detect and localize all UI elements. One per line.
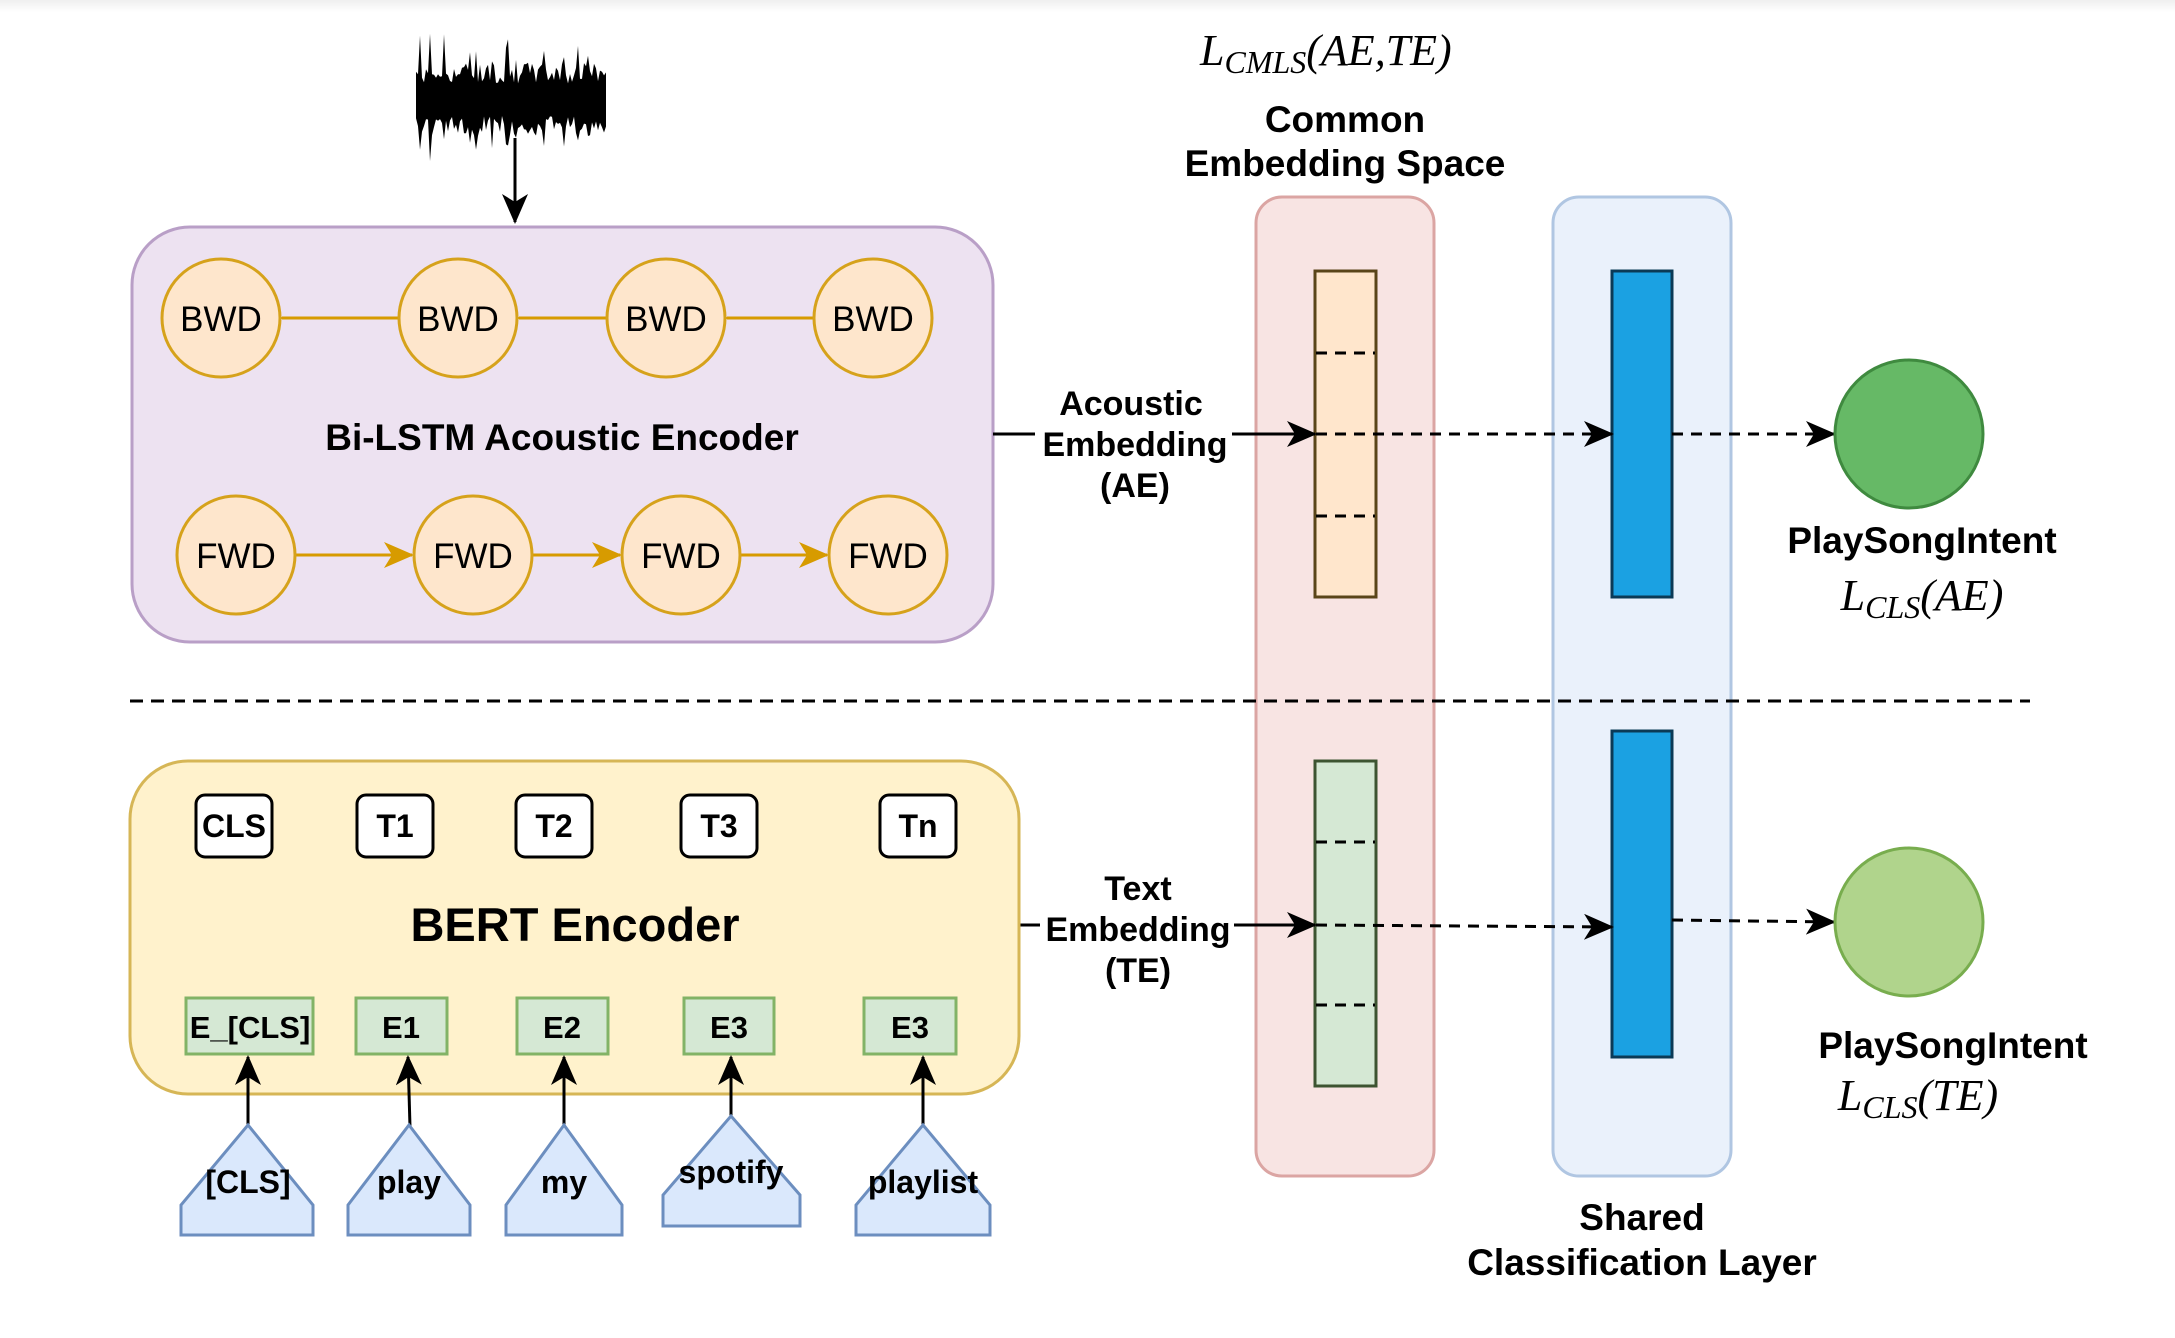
top-shadow: [0, 0, 2175, 12]
classifier-bar-acoustic: [1610, 269, 1674, 599]
input-token-label: playlist: [868, 1164, 979, 1200]
bwd-cell: BWD: [812, 257, 934, 379]
acoustic-embedding-label-line3: (AE): [1100, 467, 1170, 505]
bert-output-label: CLS: [202, 808, 266, 844]
token-embedding: E1: [354, 996, 449, 1056]
waveform-shape: [416, 33, 606, 162]
cls-loss-text: LCLS(TE): [1837, 1071, 1998, 1125]
token-embedding-label: E3: [710, 1010, 748, 1045]
bwd-cell-label: BWD: [417, 300, 499, 339]
fwd-cell-label: FWD: [641, 537, 721, 576]
input-token-label: spotify: [679, 1154, 784, 1190]
input-token-label: play: [377, 1164, 441, 1200]
bwd-cell: BWD: [397, 257, 519, 379]
input-token-label: my: [541, 1164, 587, 1200]
token-embedding: E3: [682, 996, 776, 1056]
bwd-cell-label: BWD: [180, 300, 262, 339]
token-embedding-label: E_[CLS]: [190, 1010, 311, 1045]
bert-output-token: CLS: [194, 793, 274, 859]
intent-output-acoustic: [1833, 358, 1985, 510]
classifier-bar-text: [1610, 729, 1674, 1059]
bert-output-label: Tn: [898, 808, 937, 844]
token-embedding: E2: [515, 996, 610, 1056]
bert-output-label: T2: [535, 808, 572, 844]
common-space-title-line1: Common: [1265, 99, 1425, 140]
classifier-title-line1: Shared: [1579, 1197, 1704, 1238]
bwd-cell-label: BWD: [625, 300, 707, 339]
text-embedding-label-line3: (TE): [1105, 952, 1171, 990]
intent-label-acoustic: PlaySongIntent: [1787, 520, 2056, 561]
input-token: play: [346, 1122, 472, 1237]
bert-output-label: T1: [376, 808, 413, 844]
te-to-classifier-arrow: [1315, 913, 1614, 940]
loss-symbol: L: [1837, 1071, 1862, 1120]
bwd-cell: BWD: [605, 257, 727, 379]
loss-subscript: CLS: [1862, 1089, 1917, 1125]
loss-symbol: L: [1199, 26, 1224, 75]
token-arrow: [395, 1055, 422, 1128]
audio-waveform-icon: [416, 33, 606, 162]
loss-args: (AE): [1920, 571, 2003, 620]
token-embedding: E3: [862, 996, 958, 1056]
fwd-cell-label: FWD: [196, 537, 276, 576]
input-token-label: [CLS]: [205, 1164, 290, 1200]
bert-output-token: T3: [679, 793, 759, 859]
bwd-cell: BWD: [160, 257, 282, 379]
input-token: spotify: [661, 1113, 802, 1228]
input-token: playlist: [854, 1122, 992, 1237]
loss-subscript: CMLS: [1224, 44, 1306, 80]
common-space-title-line2: Embedding Space: [1185, 143, 1506, 184]
loss-args: (TE): [1917, 1071, 1998, 1120]
bilstm-encoder-title: Bi-LSTM Acoustic Encoder: [325, 417, 799, 458]
fwd-cell-label: FWD: [433, 537, 513, 576]
bwd-cell-label: BWD: [832, 300, 914, 339]
text-embedding-label-line1: Text: [1104, 870, 1171, 908]
input-token: [CLS]: [179, 1122, 315, 1237]
bert-output-token: Tn: [878, 793, 958, 859]
acoustic-embedding-label-line1: Acoustic: [1059, 385, 1203, 423]
token-embedding: E_[CLS]: [184, 996, 315, 1056]
fwd-cell: FWD: [827, 494, 949, 616]
acoustic-embedding-label-line2: Embedding: [1042, 426, 1227, 464]
fwd-cell: FWD: [620, 494, 742, 616]
fwd-cell-label: FWD: [848, 537, 928, 576]
token-embedding-label: E3: [891, 1010, 929, 1045]
bert-encoder-title: BERT Encoder: [410, 898, 739, 951]
text-embedding-vector: [1313, 759, 1378, 1088]
intent-output-text: [1833, 846, 1985, 998]
classifier-title-line2: Classification Layer: [1467, 1242, 1817, 1283]
input-token: my: [504, 1122, 624, 1237]
svg-text:LCMLS(AE,TE): LCMLS(AE,TE): [1199, 26, 1452, 80]
loss-args: (AE,TE): [1306, 26, 1451, 75]
fwd-cell: FWD: [175, 494, 297, 616]
token-embedding-label: E1: [382, 1010, 420, 1045]
bert-output-label: T3: [700, 808, 737, 844]
te-to-output-arrow: [1671, 908, 1836, 935]
intent-label-text: PlaySongIntent: [1818, 1025, 2087, 1066]
fwd-cell: FWD: [412, 494, 534, 616]
bert-encoder-box: [128, 759, 1021, 1096]
cmls-loss-label: LCMLS(AE,TE): [1199, 26, 1452, 80]
text-embedding-label-line2: Embedding: [1045, 911, 1230, 949]
loss-subscript: CLS: [1865, 589, 1920, 625]
bert-output-token: T2: [514, 793, 594, 859]
cls-loss-acoustic: LCLS(AE): [1840, 571, 2004, 625]
loss-symbol: L: [1840, 571, 1865, 620]
bert-output-token: T1: [355, 793, 435, 859]
token-embedding-label: E2: [543, 1010, 581, 1045]
